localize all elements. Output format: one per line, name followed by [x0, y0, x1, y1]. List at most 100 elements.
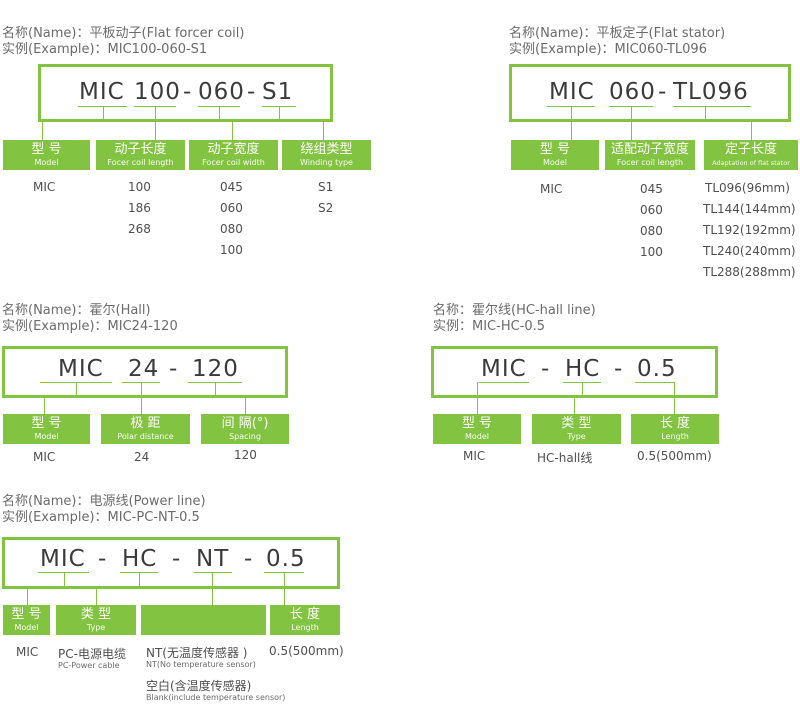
connector: [103, 106, 104, 120]
connector: [279, 120, 323, 121]
value-blank-sub: Blank(include temperature sensor): [146, 693, 286, 702]
code-part-length: 100: [134, 79, 181, 105]
connector: [219, 106, 220, 120]
connector: [571, 106, 572, 140]
connector: [284, 572, 285, 605]
value: TL288(288mm): [703, 265, 796, 279]
underline: [673, 106, 751, 107]
connector: [232, 120, 233, 140]
code-part-polar: 24: [128, 356, 160, 382]
underline: [78, 106, 127, 107]
connector: [212, 572, 213, 605]
code-separator: -: [183, 79, 193, 105]
connector: [751, 120, 752, 140]
code-box: [2, 346, 288, 398]
code-separator: -: [614, 356, 624, 382]
value: 045: [220, 180, 243, 194]
section-title: 名称(Name)：平板动子(Flat forcer coil): [2, 26, 245, 41]
connector: [215, 396, 245, 397]
value: 24: [134, 450, 150, 464]
connector: [477, 382, 478, 414]
connector: [215, 382, 216, 396]
connector: [323, 120, 324, 140]
code-part-width: 060: [198, 79, 245, 105]
code-part-width: 060: [609, 79, 656, 105]
connector: [279, 106, 280, 120]
connector: [245, 396, 246, 414]
section-example: 实例(Example)：MIC100-060-S1: [2, 42, 208, 57]
code-part-type: HC: [565, 356, 601, 382]
connector: [705, 120, 751, 121]
value-type-sub: PC-Power cable: [58, 661, 120, 670]
value: 045: [640, 182, 663, 196]
value: 120: [234, 448, 257, 462]
value: 0.5(500mm): [637, 449, 712, 463]
connector: [141, 382, 142, 414]
value: 060: [640, 203, 663, 217]
code-part-model: MIC: [40, 546, 86, 572]
value-model: MIC: [16, 645, 39, 659]
value: S1: [318, 180, 334, 194]
underline: [479, 382, 529, 383]
value: MIC: [540, 182, 563, 196]
value-length: 0.5(500mm): [269, 644, 344, 658]
code-separator: -: [658, 79, 668, 105]
underline: [635, 382, 675, 383]
code-separator: -: [172, 546, 182, 572]
value: 100: [128, 180, 151, 194]
value-nt: NT(无温度传感器 ): [146, 646, 248, 660]
value: 186: [128, 201, 151, 215]
code-part-model: MIC: [481, 356, 527, 382]
connector: [674, 382, 675, 414]
connector: [42, 120, 104, 121]
connector: [44, 396, 45, 414]
underline: [38, 572, 89, 573]
code-part-stator-length: TL096: [673, 79, 749, 105]
code-box: [38, 64, 333, 122]
tag-spacing: 间 隔(°)Spacing: [201, 414, 289, 444]
code-part-model: MIC: [58, 356, 104, 382]
value: 100: [220, 243, 243, 257]
code-part-sensor: NT: [196, 546, 230, 572]
connector: [705, 106, 706, 120]
value-type: PC-电源电缆: [58, 647, 126, 661]
connector: [574, 396, 575, 414]
underline: [194, 572, 232, 573]
value: 060: [220, 201, 243, 215]
connector: [96, 586, 97, 605]
code-part-winding: S1: [262, 79, 294, 105]
value-nt-sub: NT(No temperature sensor): [146, 660, 256, 669]
connector: [42, 120, 43, 140]
connector: [64, 572, 65, 586]
section-example: 实例：MIC-HC-0.5: [433, 319, 546, 334]
code-part-model: MIC: [79, 79, 125, 105]
value: TL096(96mm): [705, 181, 790, 195]
section-title: 名称(Name)：电源线(Power line): [2, 494, 206, 509]
value: S2: [318, 201, 334, 215]
tag-sensor-blank: [141, 605, 266, 635]
section-example: 实例(Example)：MIC060-TL096: [509, 42, 707, 57]
section-title: 名称：霍尔线(HC-hall line): [433, 303, 596, 318]
code-separator: -: [244, 546, 254, 572]
section-title: 名称(Name)：霍尔(Hall): [2, 303, 151, 318]
value-blank: 空白(含温度传感器): [146, 679, 252, 693]
value: MIC: [33, 180, 56, 194]
code-separator: -: [98, 546, 108, 572]
value: TL240(240mm): [703, 244, 796, 258]
connector: [96, 586, 139, 587]
section-example: 实例(Example)：MIC-PC-NT-0.5: [2, 510, 200, 525]
value: 080: [640, 224, 663, 238]
section-title: 名称(Name)：平板定子(Flat stator): [509, 26, 726, 41]
code-separator: -: [169, 356, 179, 382]
